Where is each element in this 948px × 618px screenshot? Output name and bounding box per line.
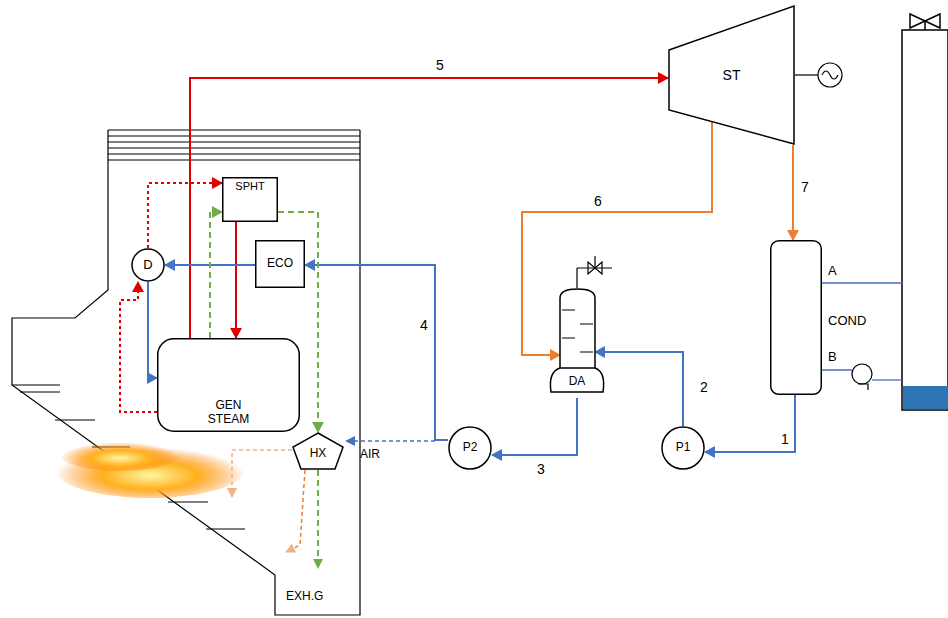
node-outline: [771, 241, 822, 395]
pump-circle: P2: [448, 426, 492, 470]
node-outline: [770, 240, 822, 395]
flow-connector: [792, 145, 794, 240]
flow-connector: [120, 282, 157, 412]
node-outline: [223, 178, 278, 222]
air-line: [346, 440, 435, 442]
condenser: COND: [770, 240, 822, 395]
pump-circle: P1: [661, 426, 705, 470]
flow-connector: [235, 222, 237, 338]
flow-connector: [595, 352, 683, 426]
terminal-label: B: [828, 350, 837, 363]
node-label: ST: [723, 67, 741, 83]
hot-air-line: [286, 470, 305, 552]
exhaust-label: EXH.G: [286, 590, 323, 602]
tray-line: [580, 352, 593, 353]
node-outline: [560, 289, 595, 372]
shaft: [795, 74, 818, 75]
cooling-pump: [852, 364, 872, 384]
cooling-water: [903, 386, 948, 409]
stream-number: 2: [700, 380, 708, 394]
node-outline: [132, 249, 164, 281]
node-outline: [256, 241, 305, 288]
tray-line: [580, 324, 593, 325]
drum-circle: D: [131, 248, 165, 282]
generator-symbol: [818, 63, 842, 87]
node-label: HX: [310, 447, 327, 461]
boiler-outline: [12, 130, 360, 615]
tray-line: [562, 310, 575, 311]
node-outline: [662, 427, 704, 469]
terminal-label: A: [828, 264, 837, 277]
node-outline: [293, 433, 343, 469]
cooling-tower: [902, 30, 948, 410]
exhaust-line: [317, 470, 319, 568]
stream-number: 1: [781, 432, 789, 446]
flow-connector: [492, 398, 577, 455]
flow-connector: [190, 78, 668, 338]
cooling-return: [872, 379, 902, 380]
node-label: D: [143, 258, 152, 273]
node-label: GEN STEAM: [199, 399, 259, 427]
node-label: SPHT: [235, 180, 264, 193]
deaerator: DA: [548, 288, 606, 398]
node-label: COND: [828, 314, 866, 329]
node-outline: [158, 339, 300, 432]
stream-number: 6: [594, 194, 602, 208]
tower-valve: [924, 21, 926, 30]
steam-generator-box: GEN STEAM: [157, 338, 300, 432]
flow-connector: [705, 395, 795, 452]
heat-exchanger: HX: [292, 432, 344, 470]
steam-turbine: ST: [668, 5, 795, 145]
hot-air-line: [232, 450, 292, 497]
node-label: DA: [569, 375, 586, 389]
node-label: P2: [463, 441, 478, 455]
flow-connector: [210, 212, 222, 338]
pump-inlet: [858, 384, 868, 390]
node-label: P1: [676, 441, 691, 455]
vent-line: [576, 268, 577, 288]
stream-number: 7: [801, 180, 809, 194]
stream-number: 4: [420, 318, 428, 332]
node-outline: [449, 427, 491, 469]
flame: [60, 439, 180, 471]
stream-number: 5: [436, 58, 444, 72]
air-label: AIR: [360, 448, 380, 460]
flow-connector: [305, 265, 448, 440]
valve-symbol: [594, 256, 595, 268]
economizer-box: ECO: [255, 240, 305, 288]
node-label: ECO: [267, 257, 293, 271]
flow-connector: [522, 122, 712, 355]
node-outline: [550, 368, 603, 392]
tray-line: [562, 338, 575, 339]
generator-symbol: [822, 71, 838, 79]
node-outline: [669, 6, 794, 144]
stream-number: 3: [537, 462, 545, 476]
flow-connector: [148, 282, 157, 378]
superheater-box: SPHT: [222, 177, 278, 222]
